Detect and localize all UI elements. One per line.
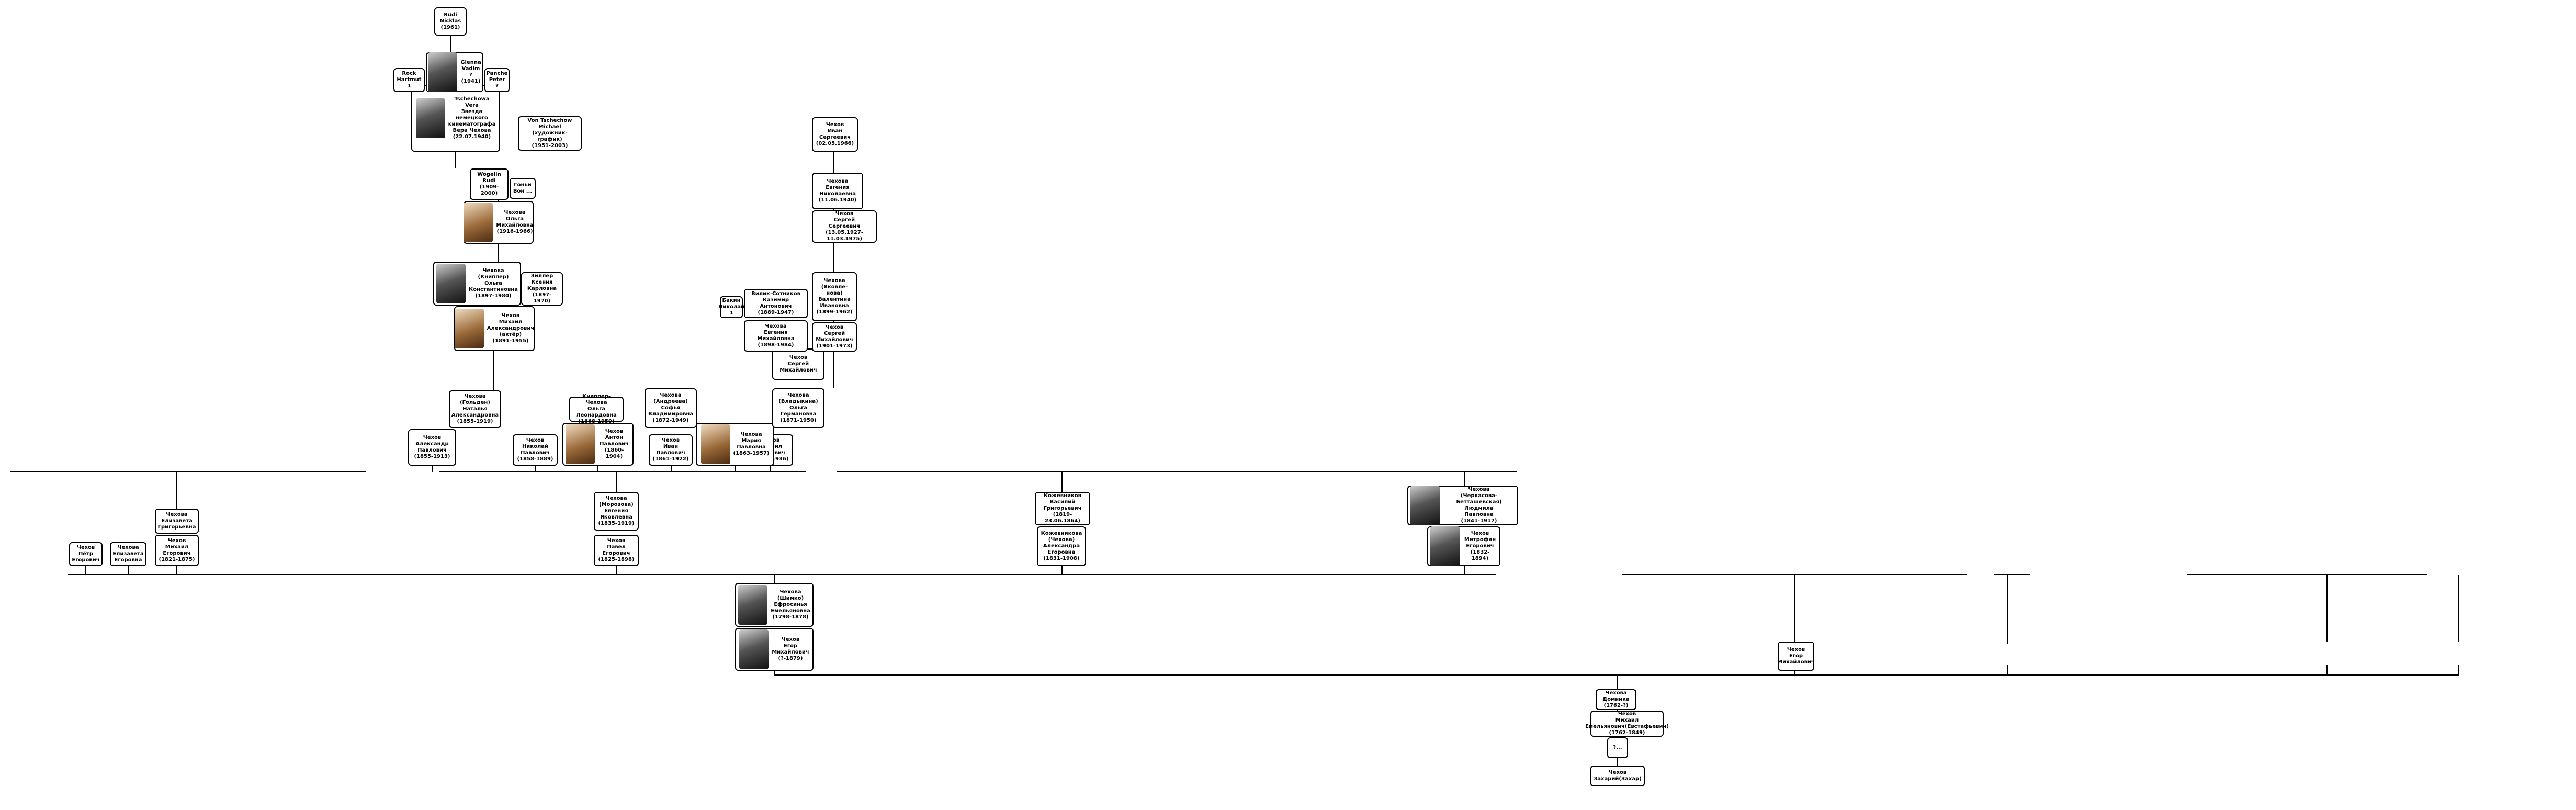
person-node[interactable]: Зиллер Ксения Карловна (1897-1970) [521,272,563,306]
person-node[interactable]: ?... [1607,737,1628,758]
person-node[interactable]: Гоньи Вон ... [510,178,536,199]
person-node[interactable]: Чехова (Гольден) Наталья Александровна (… [449,390,501,428]
person-node[interactable]: Чехов Павел Егорович (1825-1898) [594,535,639,566]
person-node[interactable]: Чехов Егор Михайлович [1777,642,1815,671]
person-node[interactable]: Чехов Николай Павлович (1858-1889) [513,434,558,466]
person-node[interactable]: Чехова (Шимко) Ефросинья Емельяновна (17… [735,583,814,627]
person-node[interactable]: Кожевников Василий Григорьевич (1819-23.… [1035,492,1090,525]
person-node[interactable]: Чехова Евгения Михайловна (1898-1984) [744,320,808,352]
portrait-photo [415,98,445,138]
person-node[interactable]: Чехов Егор Михайлович (?-1879) [735,628,814,671]
person-node[interactable]: Чехов Иван Сергеевич (02.05.1966) [812,117,858,152]
portrait-photo [428,52,458,92]
person-node[interactable]: Чехова (Андреева) Софья Владимировна (18… [645,388,697,428]
person-node[interactable]: Чехов Захарий(Захар) [1590,766,1645,786]
person-node[interactable]: Panche Peter ? [484,68,510,92]
person-node[interactable]: Чехов Михаил Емельянович(Евстафьевич) (1… [1585,711,1669,737]
person-node[interactable]: Чехов Антон Павлович (1860-1904) [562,423,634,466]
person-node[interactable]: Чехов Иван Павлович (1861-1922) [649,434,693,466]
person-node[interactable]: Чехова Евгения Николаевна (11.06.1940) [812,173,863,209]
person-node[interactable]: Чехов Митрофан Егорович (1832-1894) [1427,526,1500,566]
portrait-photo [436,264,466,303]
person-node[interactable]: Чехова (Яковле- нова) Валентина Ивановна… [812,272,857,321]
person-node[interactable]: Чехова Ольга Михайловна (1916-1966) [464,201,534,244]
person-node[interactable]: Чехов Михаил Егорович (1821-1875) [155,535,199,566]
person-node[interactable]: Rock Hartmut 1 [393,68,425,92]
person-node[interactable]: Чехова (Книппер) Ольга Константиновна (1… [433,262,521,306]
person-node[interactable]: Чехов Сергей Михайлович [772,348,824,380]
portrait-photo [464,203,493,242]
person-node[interactable]: Чехов Сергей Сергеевич (13.05.1927-11.03… [812,210,877,243]
person-node[interactable]: Бакин Николай 1 [718,296,744,318]
portrait-photo [1430,526,1460,566]
portrait-photo [738,585,768,625]
person-node[interactable]: Кожевникова (Чехова) Александра Егоровна… [1037,526,1086,566]
portrait-photo [566,424,595,464]
portrait-photo [1410,486,1440,525]
person-node[interactable]: Von Tschechow Michael (художник-график) … [518,116,582,151]
portrait-photo [739,629,769,669]
person-node[interactable]: Чехова (Черкасова-Бетташевская) Людмила … [1407,486,1518,525]
person-node[interactable]: Чехов Михаил Александрович (актёр) (1891… [454,306,535,351]
person-node[interactable]: Rudi Nicklas (1961) [434,7,467,36]
person-node[interactable]: Чехова Елизавета Егоровна [110,542,146,566]
person-node[interactable]: Wögelin Rudi (1909-2000) [470,168,509,200]
person-node[interactable]: Чехова (Владыкина) Ольга Германовна (187… [772,388,824,428]
person-node[interactable]: Tschechowa Vera Звезда немецкого кинемат… [411,85,500,152]
person-node[interactable]: Книппер-Чехова Ольга Леонардовна (1868-1… [569,393,624,424]
person-node[interactable]: Чехов Пётр Егорович [69,542,103,566]
person-node[interactable]: Чехов Сергей Михайлович (1901-1973) [812,322,857,352]
person-node[interactable]: Чехова (Морозова) Евгения Яковлевна (183… [594,492,639,531]
portrait-photo [701,424,730,464]
person-node[interactable]: Чехова Домника (1762-?) [1596,689,1636,710]
person-node[interactable]: Чехов Александр Павлович (1855-1913) [408,429,456,466]
person-node[interactable]: Чехова Мария Павловна (1863-1957) [696,423,774,466]
person-node[interactable]: Glenna Vadim ? (1941) [426,52,483,92]
person-node[interactable]: Чехова Елизавета Григорьевна [155,509,199,534]
person-node[interactable]: Вилик-Сотников Казимир Антонович (1889-1… [744,289,808,318]
portrait-photo [454,309,484,348]
